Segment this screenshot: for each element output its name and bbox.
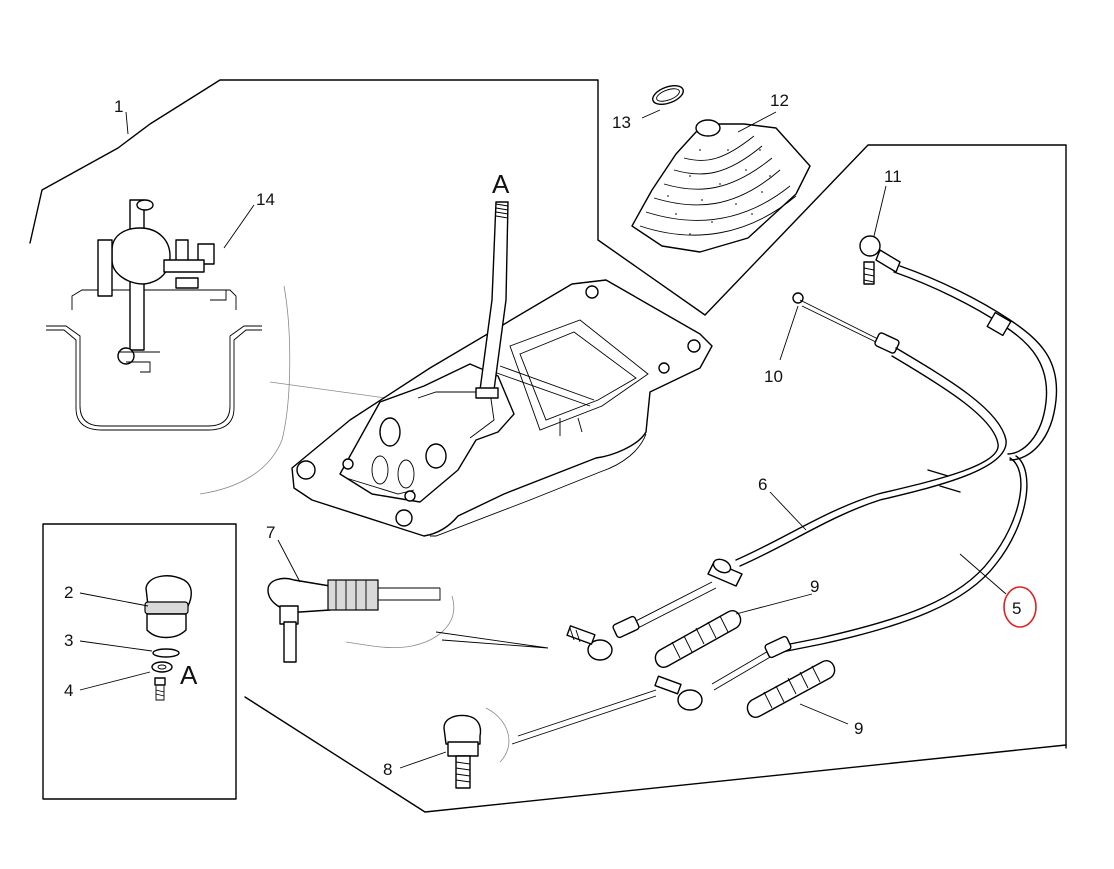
callout-1: 1 xyxy=(114,97,123,116)
shift-cable-part-6 xyxy=(612,347,1007,639)
cable-end-lower xyxy=(566,625,613,661)
knob-part-2 xyxy=(144,575,192,639)
shifter-bracket xyxy=(339,363,515,503)
callout-9-upper: 9 xyxy=(810,577,819,596)
leader-lines xyxy=(79,109,1007,769)
callout-14: 14 xyxy=(256,190,275,209)
ring-part-13 xyxy=(652,85,684,105)
callout-7: 7 xyxy=(266,523,275,542)
assembly-boundary xyxy=(29,79,1067,813)
cable-end-part-11 xyxy=(859,235,901,285)
callout-4: 4 xyxy=(64,681,73,700)
cable-end-part-10 xyxy=(792,292,900,354)
callout-9-lower: 9 xyxy=(854,719,863,738)
callout-6: 6 xyxy=(758,475,767,494)
callout-5: 5 xyxy=(1012,599,1021,618)
detail-magnifier-arc xyxy=(199,285,401,495)
section-detail-14 xyxy=(46,199,262,431)
select-cable-part-5 xyxy=(769,265,1058,655)
dust-boot-part-9-lower xyxy=(746,660,836,718)
screw-inset xyxy=(154,677,166,701)
callout-labels: 1 14 13 12 11 10 6 7 2 3 4 9 9 8 5 A A xyxy=(64,91,1021,779)
cable-end-lower-2 xyxy=(654,635,792,711)
callout-8: 8 xyxy=(383,760,392,779)
marker-a-top: A xyxy=(492,169,510,199)
marker-a-inset: A xyxy=(180,660,198,690)
highlight-callout-5 xyxy=(1003,586,1037,628)
washer-part-3 xyxy=(152,648,180,658)
detail-inset-box xyxy=(42,523,237,800)
callout-12: 12 xyxy=(770,91,789,110)
nut-part-4 xyxy=(151,661,173,673)
gear-lever-rod xyxy=(475,201,509,399)
callout-2: 2 xyxy=(64,583,73,602)
callout-13: 13 xyxy=(612,113,631,132)
pivot-part-8 xyxy=(443,689,657,789)
gear-boot-part-12 xyxy=(631,119,811,253)
dust-boot-part-9-upper xyxy=(654,610,742,668)
callout-11: 11 xyxy=(884,167,902,186)
callout-10: 10 xyxy=(764,367,783,386)
callout-3: 3 xyxy=(64,631,73,650)
balljoint-part-7 xyxy=(267,577,549,663)
